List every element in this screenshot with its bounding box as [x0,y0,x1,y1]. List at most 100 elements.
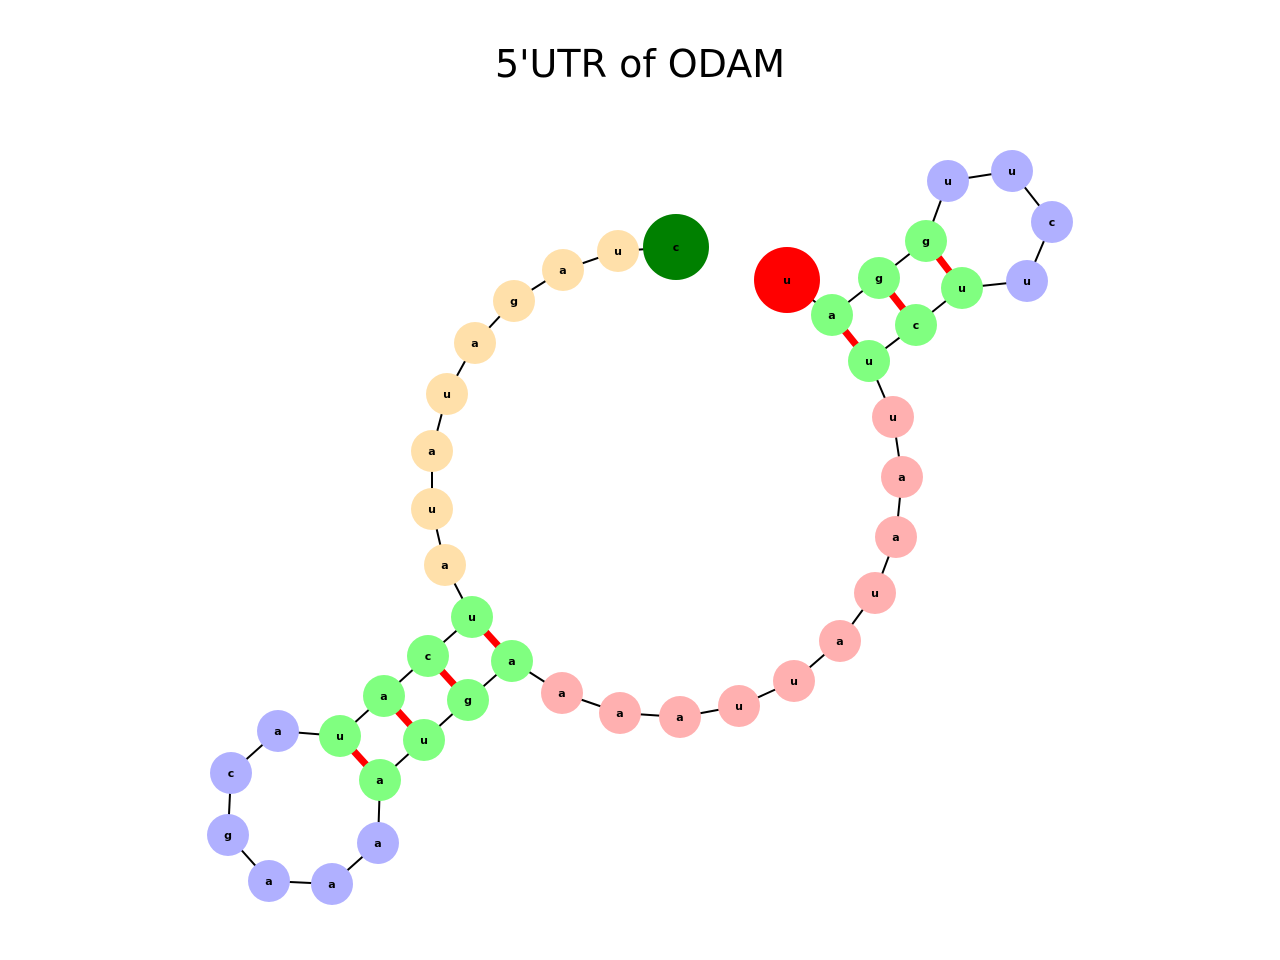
nucleotide-unpaired-interior: a [599,692,641,734]
nucleotide-label: u [420,734,428,747]
nucleotide-circle [927,160,969,202]
nucleotide-unpaired-interior: u [773,660,815,702]
nucleotide-circle [875,516,917,558]
nucleotide-label: u [783,274,791,287]
nucleotide-circle [403,719,445,761]
nucleotide-label: u [1023,275,1031,288]
nucleotide-circle [754,247,820,313]
nucleotide-circle [541,672,583,714]
nucleotide-hairpin-loop: a [311,863,353,905]
nucleotide-label: u [428,503,436,516]
nucleotide-stem: a [363,675,405,717]
nucleotide-label: a [428,445,435,458]
nucleotide-stem: a [811,294,853,336]
backbone [227,170,1053,885]
nucleotide-label: a [892,531,899,544]
nucleotide-label: g [224,829,232,842]
nucleotide-unpaired-interior: a [875,516,917,558]
nucleotide-label: a [374,837,381,850]
nucleotide-end: u [754,247,820,313]
nucleotide-circle [905,220,947,262]
nucleotide-circle [848,340,890,382]
nucleotide-label: c [425,650,432,663]
nucleotide-unpaired-interior: u [872,396,914,438]
diagram-title: 5'UTR of ODAM [494,42,786,86]
nucleotide-hairpin-loop: u [991,150,1033,192]
nucleotide-hairpin-loop: u [927,160,969,202]
nucleotide-hairpin-loop: c [1031,201,1073,243]
nucleotide-label: a [559,264,566,277]
nucleotide-unpaired-5prime: u [426,373,468,415]
nucleotide-circle [542,249,584,291]
nucleotide-stem: u [451,596,493,638]
nucleotide-label: a [471,337,478,350]
nucleotide-circle [599,692,641,734]
nucleotide-circle [991,150,1033,192]
nucleotide-label: a [328,878,335,891]
nucleotide-circle [207,814,249,856]
nucleotide-label: u [443,388,451,401]
nucleotide-label: a [508,655,515,668]
nucleotide-circle [447,679,489,721]
nucleotide-label: a [380,690,387,703]
nucleotide-hairpin-loop: c [210,752,252,794]
nucleotide-hairpin-loop: a [357,822,399,864]
nucleotide-label: u [614,245,622,258]
nucleotide-unpaired-5prime: u [411,488,453,530]
nucleotide-label: g [922,235,930,248]
nucleotide-circle [819,620,861,662]
nucleotide-label: u [871,587,879,600]
nucleotide-unpaired-5prime: a [542,249,584,291]
nucleotide-unpaired-interior: a [881,456,923,498]
nucleotide-unpaired-5prime: a [411,430,453,472]
nucleotide-label: a [616,707,623,720]
nucleotide-label: g [875,272,883,285]
nucleotide-circle [411,430,453,472]
nucleotide-label: c [1049,216,1056,229]
nucleotide-circle [643,214,709,280]
nucleotide-label: u [889,411,897,424]
nucleotide-hairpin-loop: a [248,860,290,902]
nucleotide-circle [454,322,496,364]
nucleotide-stem: u [403,719,445,761]
nucleotide-unpaired-interior: a [541,672,583,714]
nucleotide-circle [881,456,923,498]
nucleotide-circle [597,230,639,272]
nucleotide-circle [773,660,815,702]
nucleotide-stem: g [858,257,900,299]
nucleotide-label: c [673,241,680,254]
nucleotide-circle [363,675,405,717]
nucleotide-stem: c [895,304,937,346]
nucleotide-circle [493,280,535,322]
nucleotide-circle [359,759,401,801]
nucleotide-label: a [376,774,383,787]
nucleotide-label: u [790,675,798,688]
nucleotide-label: a [836,635,843,648]
nucleotide-label: u [336,730,344,743]
nucleotide-start: c [643,214,709,280]
nucleotide-circle [210,752,252,794]
nucleotide-label: u [1008,165,1016,178]
nucleotide-label: a [898,471,905,484]
nucleotide-label: a [828,309,835,322]
nucleotide-label: u [468,611,476,624]
nucleotide-circle [1031,201,1073,243]
nucleotide-hairpin-loop: a [257,710,299,752]
nucleotide-stem: c [407,635,449,677]
nucleotide-label: a [676,711,683,724]
nucleotide-label: a [265,875,272,888]
nucleotide-circle [858,257,900,299]
nucleotide-circle [451,596,493,638]
nucleotide-label: u [735,700,743,713]
nucleotide-circle [248,860,290,902]
nucleotide-stem: u [848,340,890,382]
nucleotide-unpaired-interior: u [718,685,760,727]
nucleotide-circle [411,488,453,530]
nucleotide-circle [718,685,760,727]
nucleotide-circle [895,304,937,346]
nucleotide-label: a [274,725,281,738]
nucleotide-circle [311,863,353,905]
nucleotide-stem: g [447,679,489,721]
nucleotide-label: u [865,355,873,368]
